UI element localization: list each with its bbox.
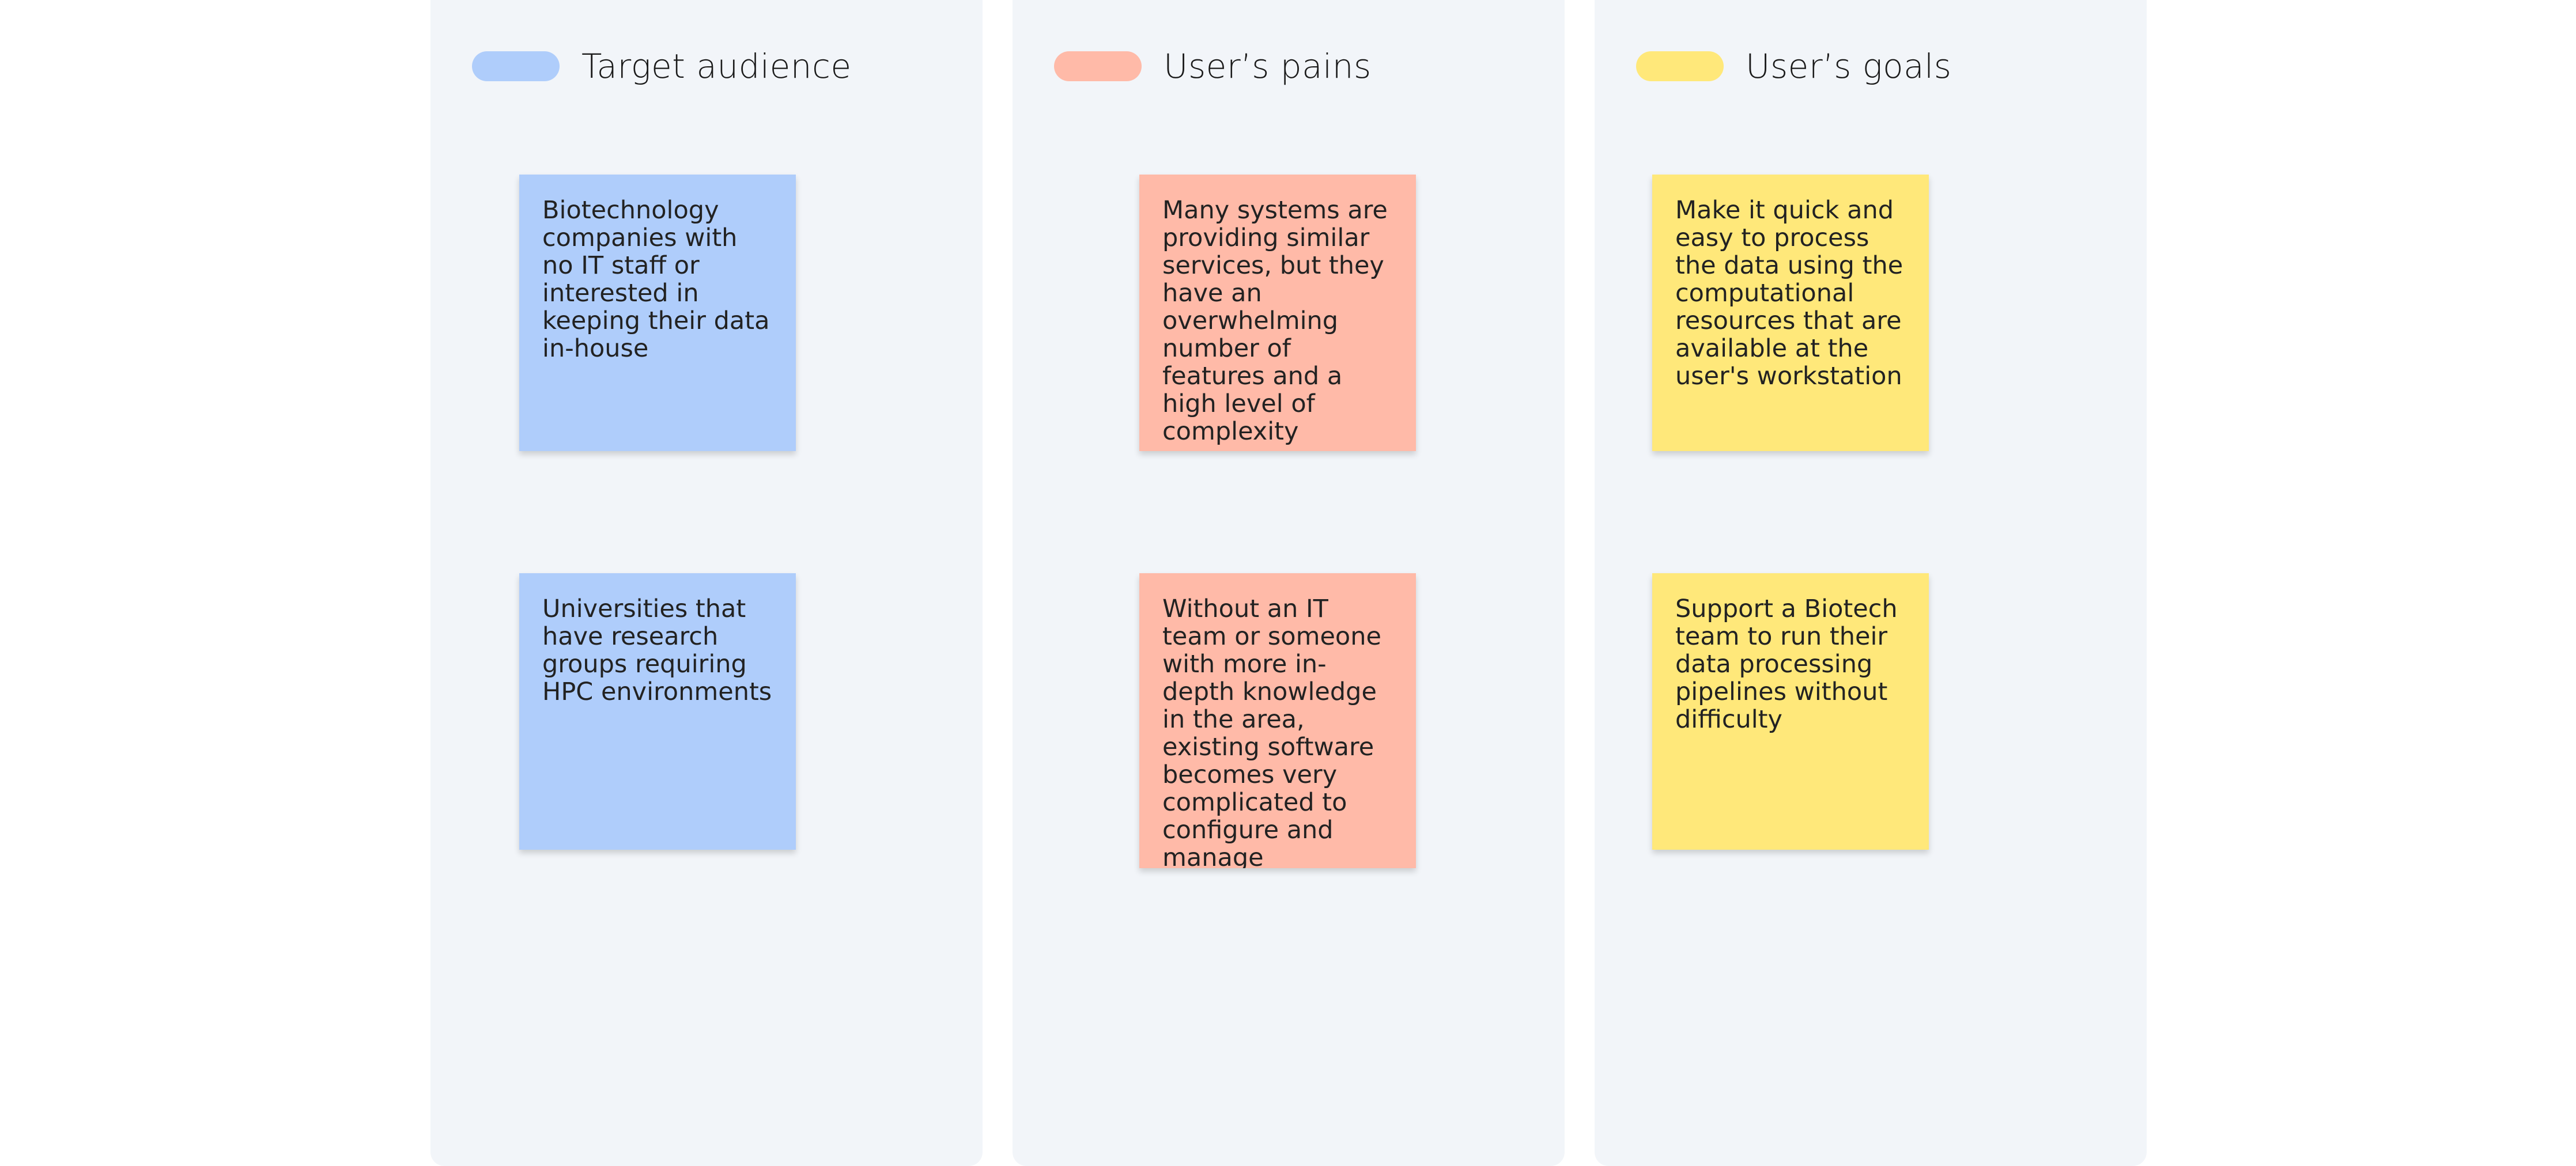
sticky-note[interactable]: Without an IT team or someone with more … (1139, 573, 1416, 868)
column-header: Target audience (472, 40, 852, 92)
column-header: User’s pains (1054, 40, 1372, 92)
sticky-note-text: Support a Biotech team to run their data… (1675, 595, 1898, 734)
sticky-note[interactable]: Make it quick and easy to process the da… (1652, 175, 1929, 451)
sticky-note[interactable]: Support a Biotech team to run their data… (1652, 573, 1929, 850)
color-tag-pill (472, 51, 560, 81)
color-tag-pill (1636, 51, 1724, 81)
column-title: User’s goals (1746, 47, 1952, 86)
sticky-note-text: Many systems are providing similar servi… (1162, 196, 1388, 446)
sticky-note-text: Universities that have research groups r… (542, 595, 772, 706)
column-users-pains: User’s pains Many systems are providing … (1013, 0, 1565, 1166)
sticky-note-text: Make it quick and easy to process the da… (1675, 196, 1903, 391)
column-title: Target audience (581, 47, 852, 86)
color-tag-pill (1054, 51, 1142, 81)
column-users-goals: User’s goals Make it quick and easy to p… (1595, 0, 2147, 1166)
column-target-audience: Target audience Biotechnology companies … (430, 0, 983, 1166)
sticky-note-text: Biotechnology companies with no IT staff… (542, 196, 770, 363)
column-header: User’s goals (1636, 40, 1951, 92)
column-title: User’s pains (1164, 47, 1372, 86)
sticky-note[interactable]: Universities that have research groups r… (519, 573, 796, 850)
sticky-note-text: Without an IT team or someone with more … (1162, 595, 1381, 868)
sticky-note[interactable]: Biotechnology companies with no IT staff… (519, 175, 796, 451)
sticky-note[interactable]: Many systems are providing similar servi… (1139, 175, 1416, 451)
